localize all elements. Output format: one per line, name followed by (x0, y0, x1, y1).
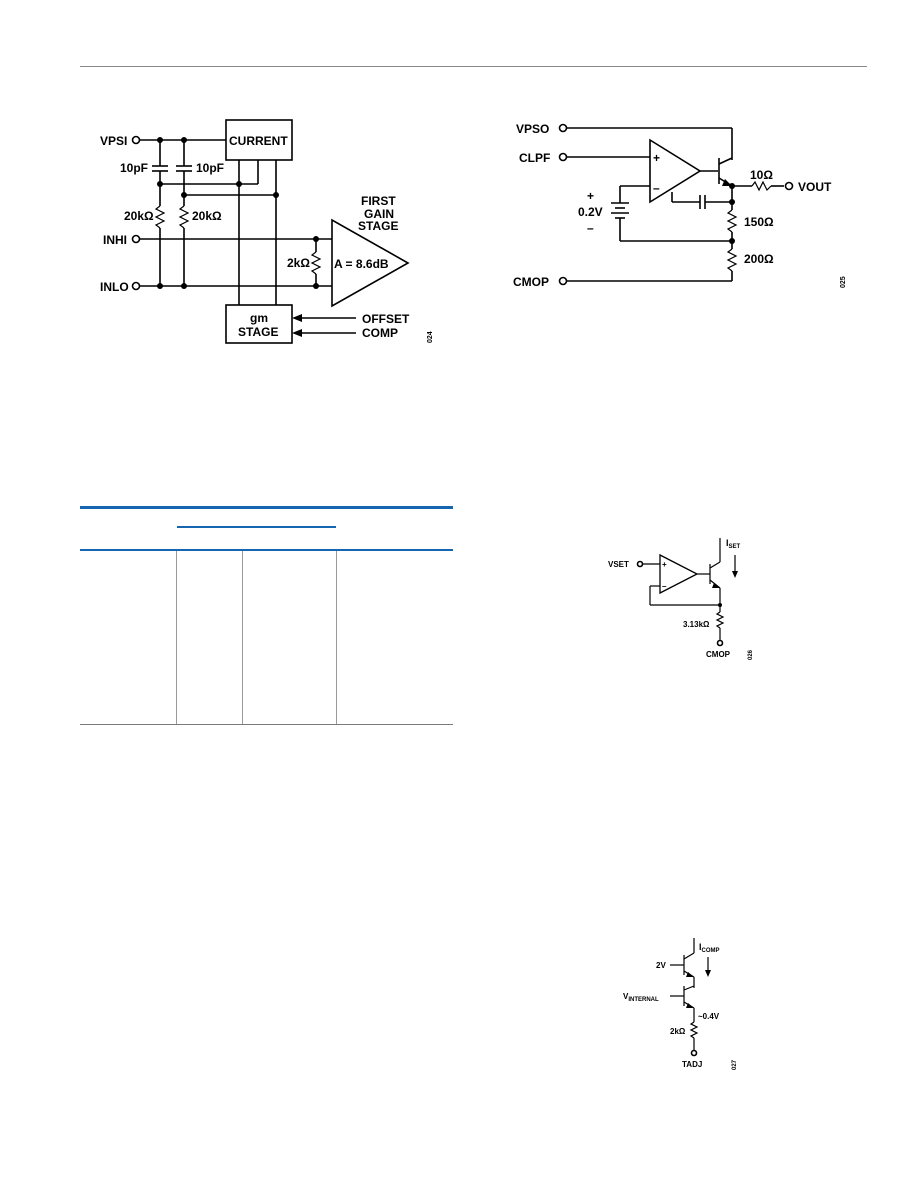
header-rule (80, 66, 867, 67)
icomp-sub: COMP (702, 948, 720, 954)
vset-cmop-label: CMOP (706, 650, 731, 659)
inlo-pin (131, 281, 141, 291)
offset-label-1: OFFSET (362, 312, 410, 326)
vout-pin (784, 181, 794, 191)
cap1-label: 10pF (120, 161, 148, 175)
vint-sub: INTERNAL (628, 997, 659, 1003)
icomp-label: ICOMP (699, 942, 720, 954)
table-group-rule (177, 526, 336, 528)
cmop-pin (558, 276, 568, 286)
fig24-code: 024 (427, 331, 434, 343)
inhi-pin (131, 234, 141, 244)
iset-sub: SET (729, 544, 741, 550)
output-opamp (649, 138, 702, 204)
fig27-code: 027 (732, 1059, 738, 1070)
res3-label: 2kΩ (287, 256, 310, 270)
cap2-label: 10pF (196, 161, 224, 175)
inlo-label: INLO (100, 280, 129, 294)
fig26-code: 026 (748, 649, 754, 660)
gain-value: A = 8.6dB (334, 257, 389, 271)
clpf-pin (558, 152, 568, 162)
vset-opamp (659, 553, 699, 595)
vset-label: VSET (608, 560, 629, 569)
offset-label-2: COMP (362, 326, 398, 340)
vpso-pin (558, 123, 568, 133)
gm-stage-box (225, 304, 293, 344)
figure-vset-diagram: VSET + – 3.13kΩ CMOP ISET 026 (608, 538, 754, 660)
iset-label: ISET (726, 538, 741, 550)
opamp-plus: + (653, 151, 660, 165)
tadj-volt-label: ~0.4V (698, 1012, 720, 1021)
vset-opamp-plus: + (662, 560, 667, 569)
vpsi-pin (131, 135, 141, 145)
figure-input-stage-diagram: VPSI CURRENT 10pF 10pF 20kΩ 20kΩ INHI IN… (100, 119, 434, 344)
cmop-label: CMOP (513, 275, 549, 289)
battery-voltage: 0.2V (578, 205, 603, 219)
gain-label-1: FIRST (361, 194, 396, 208)
vpsi-label: VPSI (100, 134, 127, 148)
res200-label: 200Ω (744, 252, 774, 266)
gain-stage-triangle (331, 218, 410, 308)
res2-label: 20kΩ (192, 209, 222, 223)
table-bottom-rule (80, 724, 453, 725)
vint-main: V (623, 992, 629, 1001)
vset-cmop-pin (716, 639, 724, 647)
table-column-divider-2 (242, 551, 243, 724)
figure-output-stage-diagram: VPSO CLPF + – VOUT 10Ω + 0.2V – 150Ω 200… (513, 122, 847, 289)
tadj-pin (690, 1049, 698, 1057)
clpf-label: CLPF (519, 151, 550, 165)
inhi-label: INHI (103, 233, 127, 247)
table-header-rule (80, 549, 453, 551)
gm-label-2: STAGE (238, 325, 278, 339)
vpso-label: VPSO (516, 122, 549, 136)
table-column-divider-3 (336, 551, 337, 724)
tadj-label: TADJ (682, 1060, 702, 1069)
icomp-main: I (699, 942, 702, 952)
iset-main: I (726, 538, 729, 548)
vset-res-label: 3.13kΩ (683, 620, 710, 629)
v2-label: 2V (656, 961, 666, 970)
gm-label-1: gm (250, 311, 268, 325)
current-box (225, 119, 293, 161)
vset-opamp-minus: – (662, 582, 667, 591)
figure-tadj-diagram: 2V VINTERNAL TADJ 2kΩ ~0.4V ICOMP 027 (623, 938, 738, 1070)
gain-label-2: GAIN (364, 207, 394, 221)
vset-pin (636, 560, 644, 568)
vint-label: VINTERNAL (623, 992, 659, 1003)
res1-label: 20kΩ (124, 209, 154, 223)
battery-minus: – (587, 221, 594, 235)
table-column-divider-1 (176, 551, 177, 724)
table-top-rule (80, 506, 453, 509)
gain-label-3: STAGE (358, 219, 398, 233)
fig25-code: 025 (840, 276, 847, 288)
res150-label: 150Ω (744, 215, 774, 229)
vout-label: VOUT (798, 180, 832, 194)
battery-plus: + (587, 189, 594, 203)
res10-label: 10Ω (750, 168, 773, 182)
current-label: CURRENT (229, 134, 288, 148)
opamp-minus: – (653, 181, 660, 195)
tadj-res-label: 2kΩ (670, 1027, 686, 1036)
